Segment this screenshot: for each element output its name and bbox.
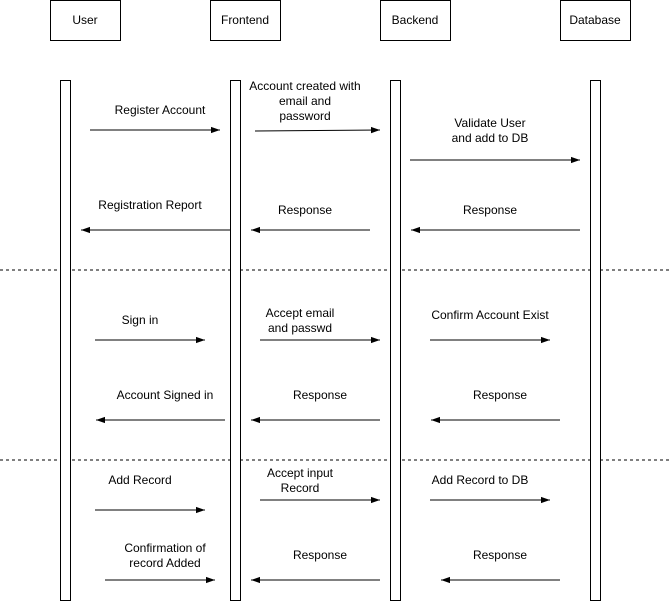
message-label-confirm-account: Confirm Account Exist	[431, 308, 549, 322]
message-label-line: Response	[473, 548, 527, 562]
message-label-line: Confirm Account Exist	[431, 308, 549, 322]
message-label-line: password	[279, 109, 330, 123]
message-label-sign-in: Sign in	[122, 313, 159, 327]
actor-backend-label: Backend	[392, 13, 439, 27]
message-label-line: Sign in	[122, 313, 159, 327]
message-label-line: Record	[281, 481, 320, 495]
message-label-line: email and	[279, 94, 331, 108]
message-label-account-signed-in: Account Signed in	[117, 388, 214, 402]
message-label-line: and passwd	[268, 321, 332, 335]
message-label-line: Response	[278, 203, 332, 217]
message-label-response-2: Response	[463, 203, 517, 217]
message-arrow-account-created	[254, 126, 381, 134]
message-label-response-4: Response	[473, 388, 527, 402]
message-label-line: record Added	[129, 556, 200, 570]
message-label-line: Add Record	[108, 473, 171, 487]
lifeline-database	[590, 80, 601, 601]
message-label-line: Accept input	[267, 466, 334, 480]
message-label-line: and add to DB	[452, 131, 529, 145]
actor-user-label: User	[72, 13, 97, 27]
message-label-line: Register Account	[115, 103, 206, 117]
message-label-line: Registration Report	[98, 198, 202, 212]
lifeline-user	[60, 80, 71, 601]
message-label-line: Response	[463, 203, 517, 217]
actor-user-box	[50, 0, 121, 41]
message-label-response-6: Response	[473, 548, 527, 562]
message-label-response-1: Response	[278, 203, 332, 217]
message-label-add-record-db: Add Record to DB	[432, 473, 529, 487]
message-label-line: Accept email	[266, 306, 335, 320]
actor-database-label: Database	[569, 13, 621, 27]
message-label-line: Confirmation of	[124, 541, 206, 555]
actor-backend-box	[380, 0, 451, 41]
message-label-registration-report: Registration Report	[98, 198, 202, 212]
lifeline-backend	[390, 80, 401, 601]
message-label-line: Add Record to DB	[432, 473, 529, 487]
actor-database-box	[560, 0, 631, 41]
message-label-response-5: Response	[293, 548, 347, 562]
message-label-line: Account Signed in	[117, 388, 214, 402]
message-label-line: Validate User	[454, 116, 525, 130]
message-label-line: Response	[473, 388, 527, 402]
lifeline-frontend	[230, 80, 241, 601]
actor-frontend-box	[210, 0, 281, 41]
message-label-register-account: Register Account	[115, 103, 206, 117]
message-label-add-record: Add Record	[108, 473, 171, 487]
actor-frontend-label: Frontend	[221, 13, 269, 27]
message-label-response-3: Response	[293, 388, 347, 402]
message-label-line: Account created with	[249, 79, 360, 93]
message-label-line: Response	[293, 388, 347, 402]
message-label-line: Response	[293, 548, 347, 562]
